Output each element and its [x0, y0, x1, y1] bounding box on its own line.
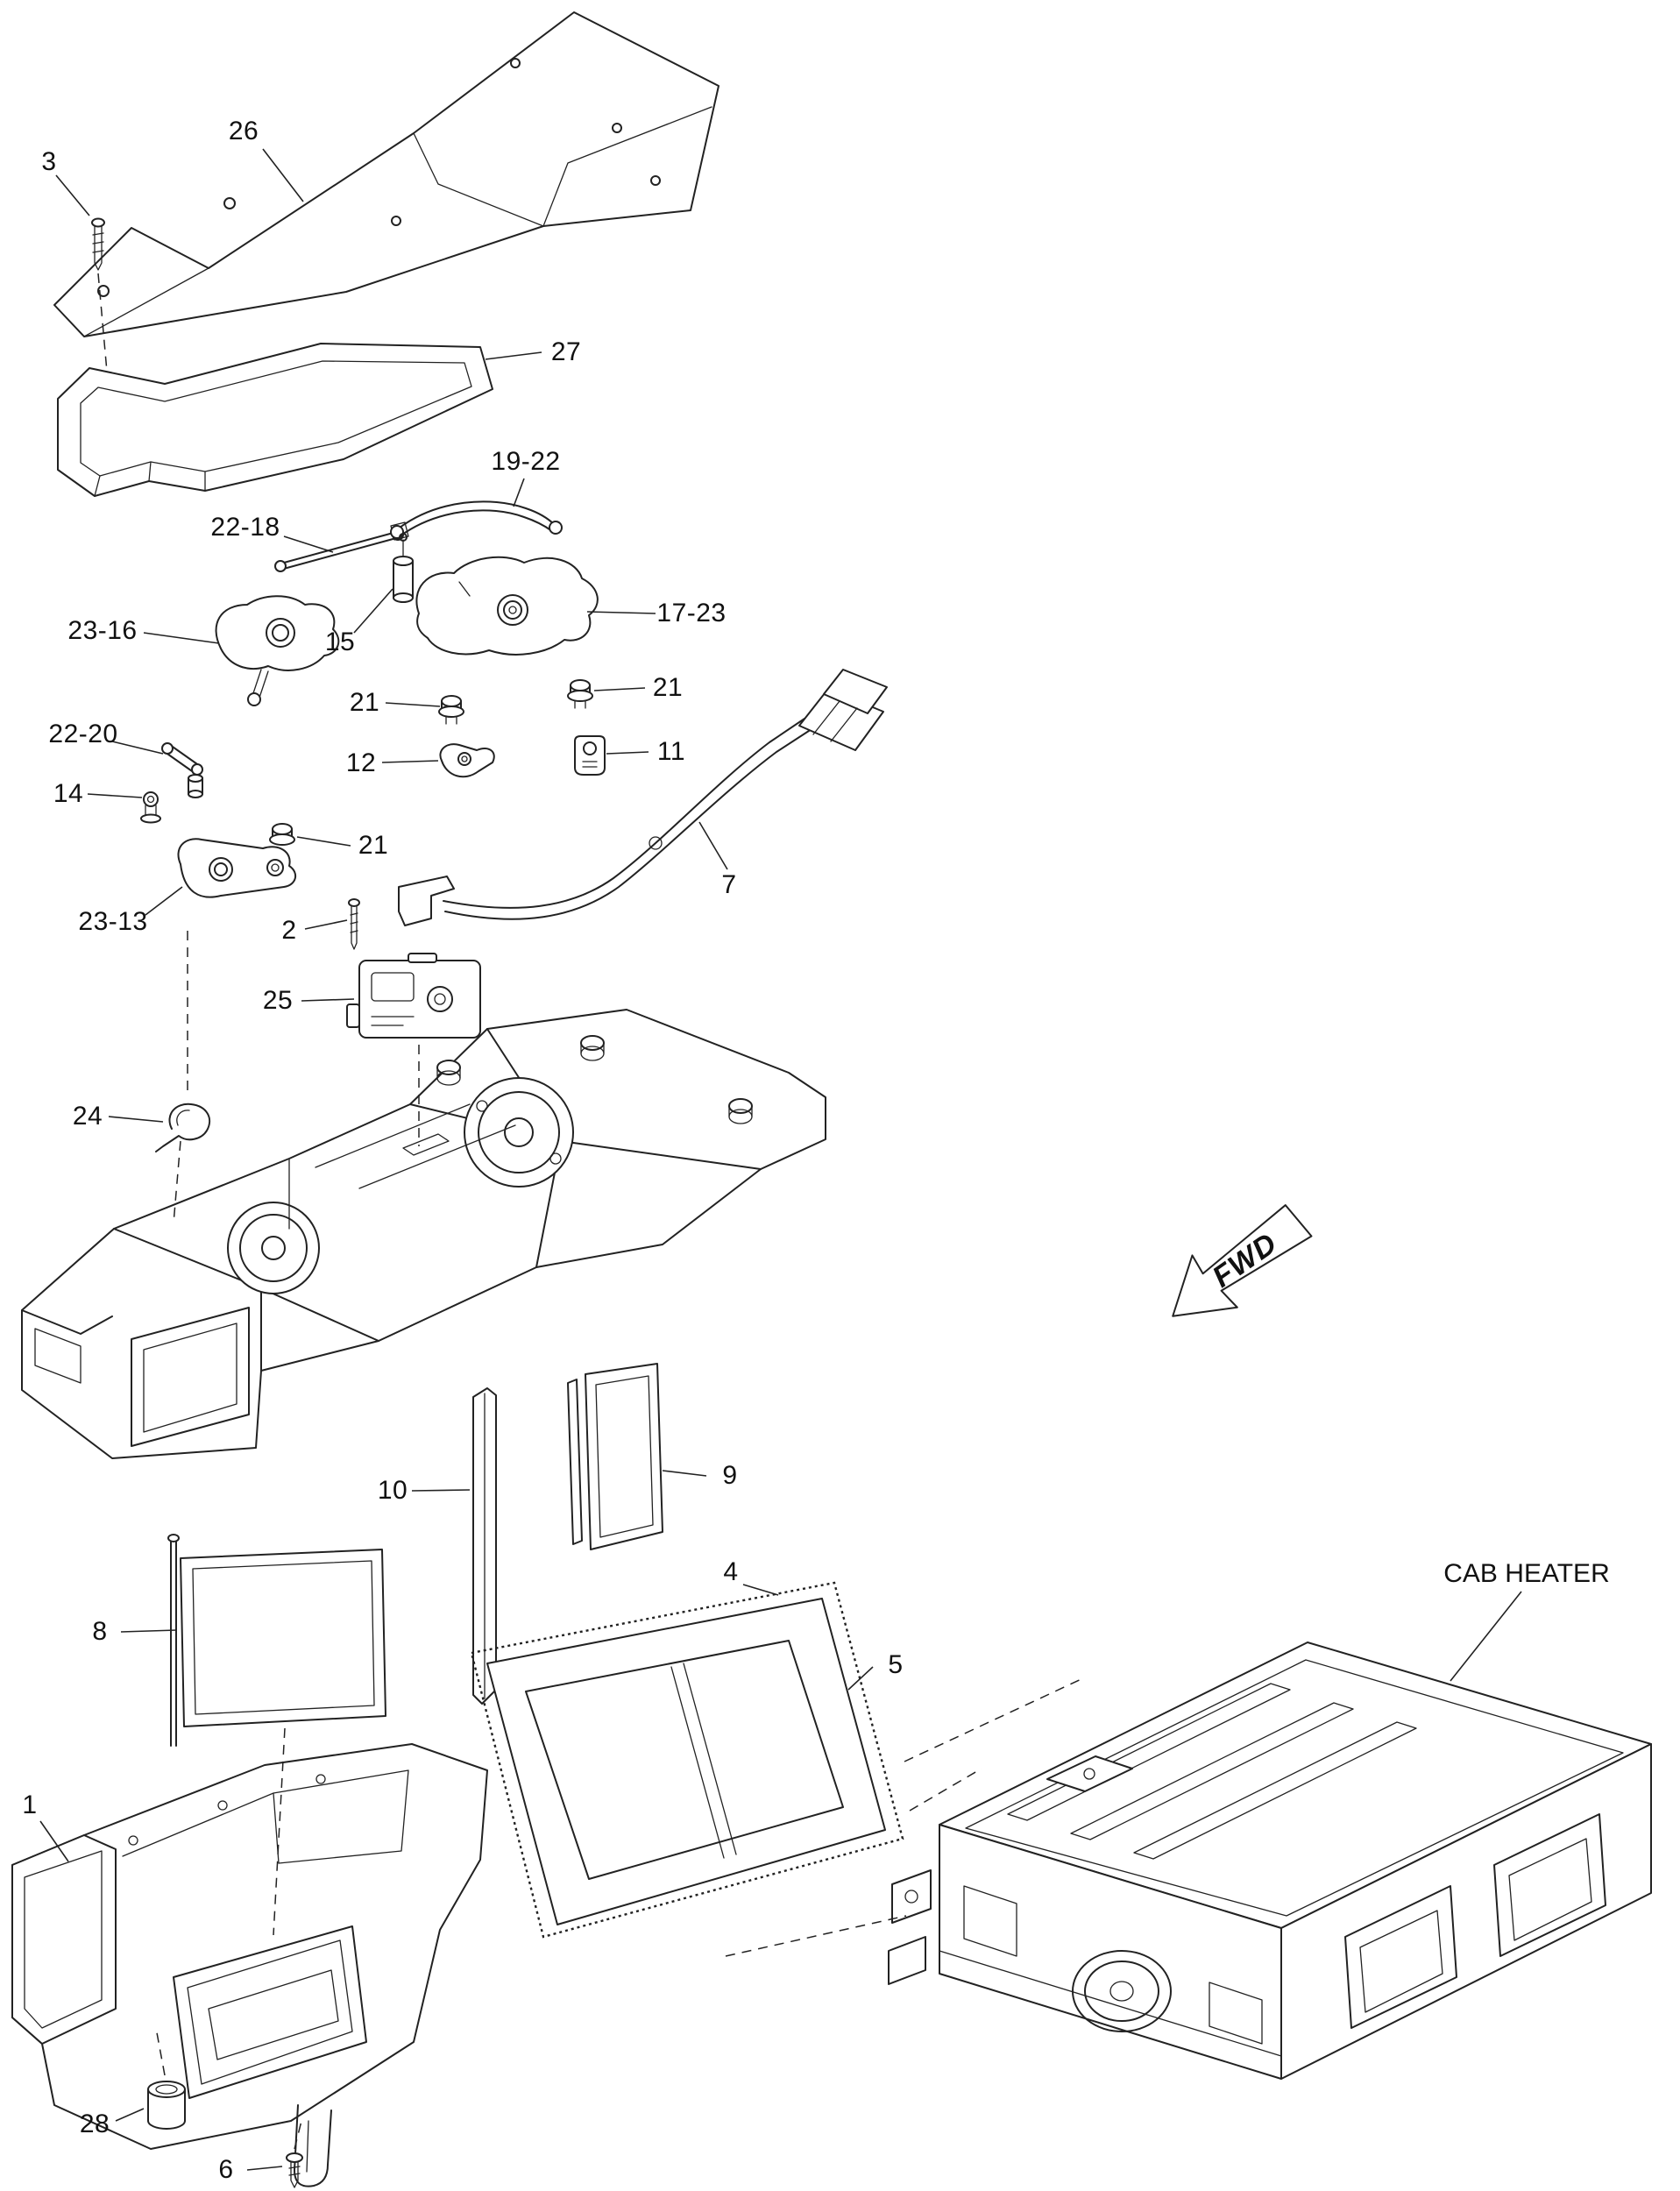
part-7-control-cable	[398, 669, 888, 926]
part-14-pivot	[140, 791, 161, 824]
part-21a-grommet	[438, 695, 464, 725]
part-6-screw	[286, 2152, 303, 2188]
part-1-lower-housing	[11, 1743, 488, 2187]
part-27-foam-seal	[57, 343, 493, 497]
part-23-16-cam-plate	[215, 595, 340, 706]
part-12-bracket	[439, 743, 495, 778]
part-4-5-frame	[470, 1581, 904, 1939]
part-26-top-cover-panel	[53, 11, 719, 337]
part-22-18-link-rod	[274, 521, 409, 572]
construction-lines	[97, 273, 1086, 2150]
part-17-23-cam-plate	[415, 556, 599, 656]
cab-heater-label: CAB HEATER	[1443, 1559, 1610, 1588]
part-11-clip	[574, 735, 606, 776]
part-23-13-lever-plate	[177, 838, 297, 898]
main-housing	[21, 1009, 826, 1459]
part-21b-grommet	[567, 679, 593, 709]
part-8-filter	[167, 1534, 386, 1747]
part-24-clip	[155, 1103, 211, 1152]
part-2-screw	[348, 898, 360, 950]
part-19-22-wire-link	[390, 500, 563, 539]
part-15-valve	[393, 533, 414, 603]
part-22-20-lever	[161, 742, 203, 798]
part-25-actuator	[346, 953, 481, 1039]
part-21c-grommet	[269, 823, 295, 846]
cab-heater-assembly	[888, 1641, 1652, 2080]
leader-lines	[39, 148, 1522, 2171]
part-28-cap	[147, 2081, 186, 2130]
part-9-panel	[567, 1363, 663, 1550]
part-3-screw	[91, 217, 105, 271]
fwd-arrow: FWD	[1172, 1204, 1313, 1317]
part-10-strip	[472, 1387, 497, 1705]
